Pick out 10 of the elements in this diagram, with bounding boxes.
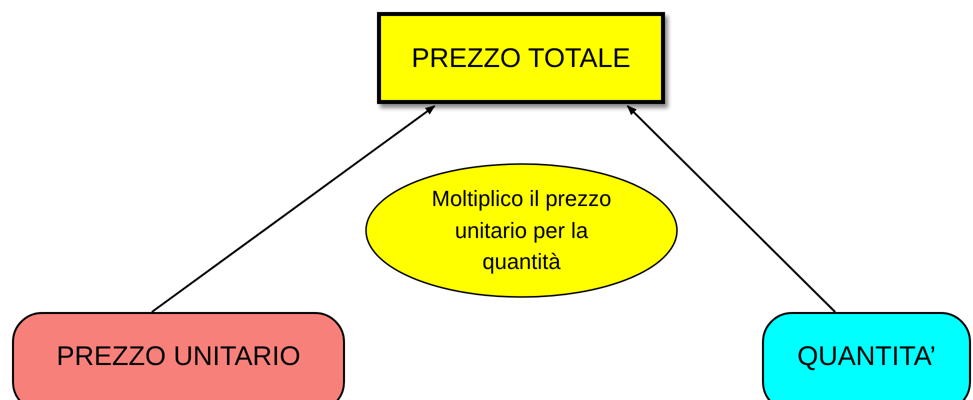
node-label: PREZZO UNITARIO: [56, 340, 300, 373]
input-box: [12, 312, 345, 400]
node-label: QUANTITA’: [797, 340, 936, 373]
result-box: [377, 12, 665, 104]
node-label: Moltiplico il prezzo unitario per la quantità: [430, 184, 612, 276]
arrow: [151, 105, 436, 313]
note-ellipse: [365, 163, 678, 298]
arrow: [626, 105, 836, 313]
node-label: PREZZO TOTALE: [411, 42, 631, 75]
input-box: [762, 312, 971, 400]
